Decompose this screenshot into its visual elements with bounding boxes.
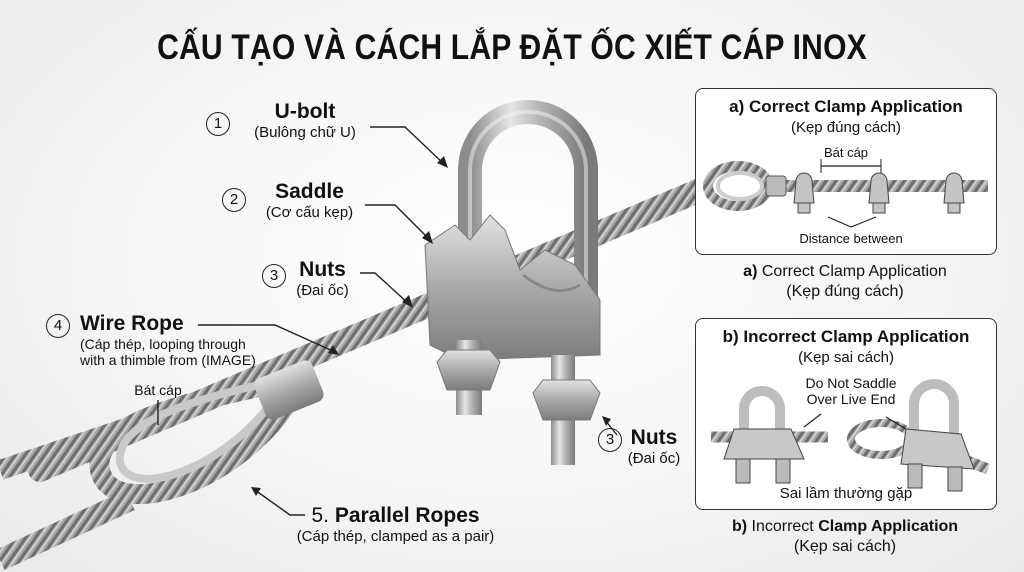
ferrule-sleeve bbox=[254, 360, 324, 420]
panel-incorrect-application: b) Incorrect Clamp Application (Kẹp sai … bbox=[695, 318, 997, 510]
distance-label: Distance between bbox=[799, 231, 903, 246]
caption-correct: a) Correct Clamp Application (Kẹp đúng c… bbox=[743, 263, 947, 300]
panel-correct-title: a) Correct Clamp Application bbox=[729, 97, 963, 116]
label-u-bolt: U-bolt (Bulông chữ U) bbox=[254, 100, 356, 142]
panel-incorrect-title: b) Incorrect Clamp Application bbox=[722, 327, 970, 346]
u-bolt bbox=[458, 100, 598, 340]
callout-number-2: 2 bbox=[222, 188, 246, 212]
correct-clamp-diagram bbox=[703, 159, 988, 228]
callout-number-3: 3 bbox=[262, 264, 286, 288]
label-thimble: Bát cáp bbox=[134, 382, 182, 398]
thimble bbox=[89, 370, 299, 504]
arrowheads bbox=[251, 156, 611, 496]
callout-number-1: 1 bbox=[206, 112, 230, 136]
incorrect-clamp-diagram bbox=[711, 379, 990, 492]
label-parallel-ropes: 5. Parallel Ropes (Cáp thép, clamped as … bbox=[296, 504, 495, 546]
panel-correct-subtitle: (Kẹp đúng cách) bbox=[790, 119, 902, 136]
warning-label: Do Not Saddle Over Live End bbox=[805, 375, 897, 408]
label-nuts-upper: Nuts (Đai ốc) bbox=[296, 258, 349, 300]
panel-incorrect-subtitle: (Kẹp sai cách) bbox=[798, 349, 894, 366]
callout-number-4: 4 bbox=[46, 314, 70, 338]
spacing-label: Bát cáp bbox=[823, 145, 869, 160]
mistake-label: Sai lầm thường gặp bbox=[779, 485, 913, 502]
callout-number-3-lower: 3 bbox=[598, 428, 622, 452]
label-wire-rope: Wire Rope (Cáp thép, looping through wit… bbox=[80, 312, 256, 369]
page-title: CẤU TẠO VÀ CÁCH LẮP ĐẶT ỐC XIẾT CÁP INOX bbox=[157, 28, 867, 67]
label-nuts-lower: Nuts (Đai ốc) bbox=[627, 426, 681, 468]
hex-nuts bbox=[436, 349, 601, 421]
caption-incorrect: b) Incorrect Clamp Application (Kẹp sai … bbox=[731, 518, 959, 555]
label-saddle: Saddle (Cơ cấu kẹp) bbox=[265, 180, 354, 222]
panel-correct-application: a) Correct Clamp Application (Kẹp đúng c… bbox=[695, 88, 997, 255]
